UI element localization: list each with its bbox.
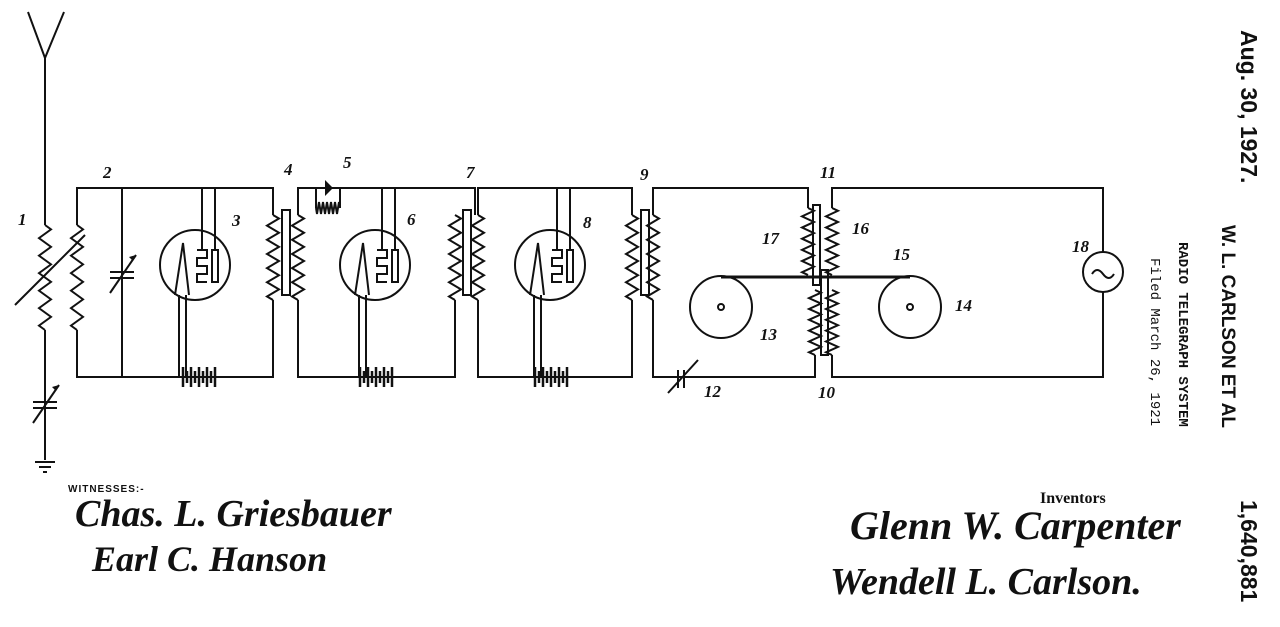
label-11: 11 xyxy=(820,163,836,182)
wire xyxy=(76,300,274,378)
tube-3-plate xyxy=(211,249,219,283)
circuit-wires xyxy=(14,11,1104,473)
label-18: 18 xyxy=(1072,237,1090,256)
core-7 xyxy=(462,209,472,296)
label-17: 17 xyxy=(762,229,781,248)
wire xyxy=(652,300,816,378)
tube-6-envelope xyxy=(339,229,411,301)
wire xyxy=(477,300,633,378)
resistor-5 xyxy=(315,201,341,215)
patent-date: Aug. 30, 1927. xyxy=(1236,30,1262,184)
inventor-heading: W. L. CARLSON ET AL xyxy=(1217,225,1238,429)
wire xyxy=(652,187,809,215)
capacitor-antenna xyxy=(32,384,60,424)
label-8: 8 xyxy=(583,213,592,232)
patent-title: RADIO TELEGRAPH SYSTEM xyxy=(1174,242,1190,427)
witness-signature-1: Chas. L. Griesbauer xyxy=(75,493,392,535)
label-1: 1 xyxy=(18,210,27,229)
coil-16 xyxy=(823,207,841,276)
tube-3-filament xyxy=(174,242,190,296)
ac-source-18 xyxy=(1082,251,1124,293)
wire xyxy=(76,187,274,225)
ac-wave-icon xyxy=(1091,269,1115,279)
capacitor-antenna-arrow xyxy=(52,385,59,391)
tube-6-plate xyxy=(391,249,399,283)
coil-lower-right xyxy=(823,289,841,356)
label-3: 3 xyxy=(231,211,241,230)
roller-13 xyxy=(689,275,753,339)
wire xyxy=(831,187,1104,252)
tube-8-grid xyxy=(551,249,563,283)
antenna xyxy=(27,11,65,61)
label-16: 16 xyxy=(852,219,870,238)
label-5: 5 xyxy=(343,153,352,172)
coil-1 xyxy=(37,224,53,331)
tube-3-grid xyxy=(196,249,208,283)
variable-coupling-arrow xyxy=(14,234,86,306)
label-9: 9 xyxy=(640,165,649,184)
wire xyxy=(831,292,1104,378)
wire xyxy=(297,300,456,378)
tube-8-envelope xyxy=(514,229,586,301)
crystal-detector-5 xyxy=(325,180,333,196)
witness-signature-2: Earl C. Hanson xyxy=(92,539,328,579)
label-12: 12 xyxy=(704,382,722,401)
inventor-signature-2: Wendell L. Carlson. xyxy=(830,561,1142,603)
tube-8-filament xyxy=(529,242,545,296)
label-13: 13 xyxy=(760,325,778,344)
coil-9-primary xyxy=(624,214,640,301)
tube-8-plate xyxy=(566,249,574,283)
label-6: 6 xyxy=(407,210,416,229)
capacitor-2-arrow xyxy=(129,255,136,261)
label-10: 10 xyxy=(818,383,836,402)
capacitor-2 xyxy=(109,254,137,294)
roller-14-hub xyxy=(906,303,914,311)
wire xyxy=(297,187,476,215)
tube-6-grid xyxy=(376,249,388,283)
roller-14 xyxy=(878,275,942,339)
patent-number: 1,640,881 xyxy=(1236,500,1262,603)
inventor-signature-1: Glenn W. Carpenter xyxy=(850,503,1181,548)
coil-4-primary xyxy=(265,214,281,301)
label-14: 14 xyxy=(955,296,972,315)
label-2: 2 xyxy=(102,163,112,182)
relay-armature-11 xyxy=(812,204,821,286)
relay-armature-10 xyxy=(820,269,829,356)
tube-3-envelope xyxy=(159,229,231,301)
witnesses-label: WITNESSES:- xyxy=(68,484,145,495)
capacitor-12 xyxy=(667,359,699,394)
filed-date: Filed March 26, 1921 xyxy=(1146,258,1162,427)
coil-2 xyxy=(69,224,85,331)
label-15: 15 xyxy=(893,245,911,264)
inventors-label: Inventors xyxy=(1040,490,1106,507)
coil-7-secondary xyxy=(470,214,486,301)
coil-4-secondary xyxy=(290,214,306,301)
tube-6-filament xyxy=(354,242,370,296)
coil-lower-left xyxy=(806,289,824,356)
coil-7-primary xyxy=(447,214,463,301)
label-7: 7 xyxy=(466,163,476,182)
circuit-components xyxy=(37,180,1124,391)
wire xyxy=(477,187,633,215)
roller-13-hub xyxy=(717,303,725,311)
coil-9-secondary xyxy=(645,214,661,301)
label-4: 4 xyxy=(283,160,293,179)
core-4 xyxy=(281,209,291,296)
